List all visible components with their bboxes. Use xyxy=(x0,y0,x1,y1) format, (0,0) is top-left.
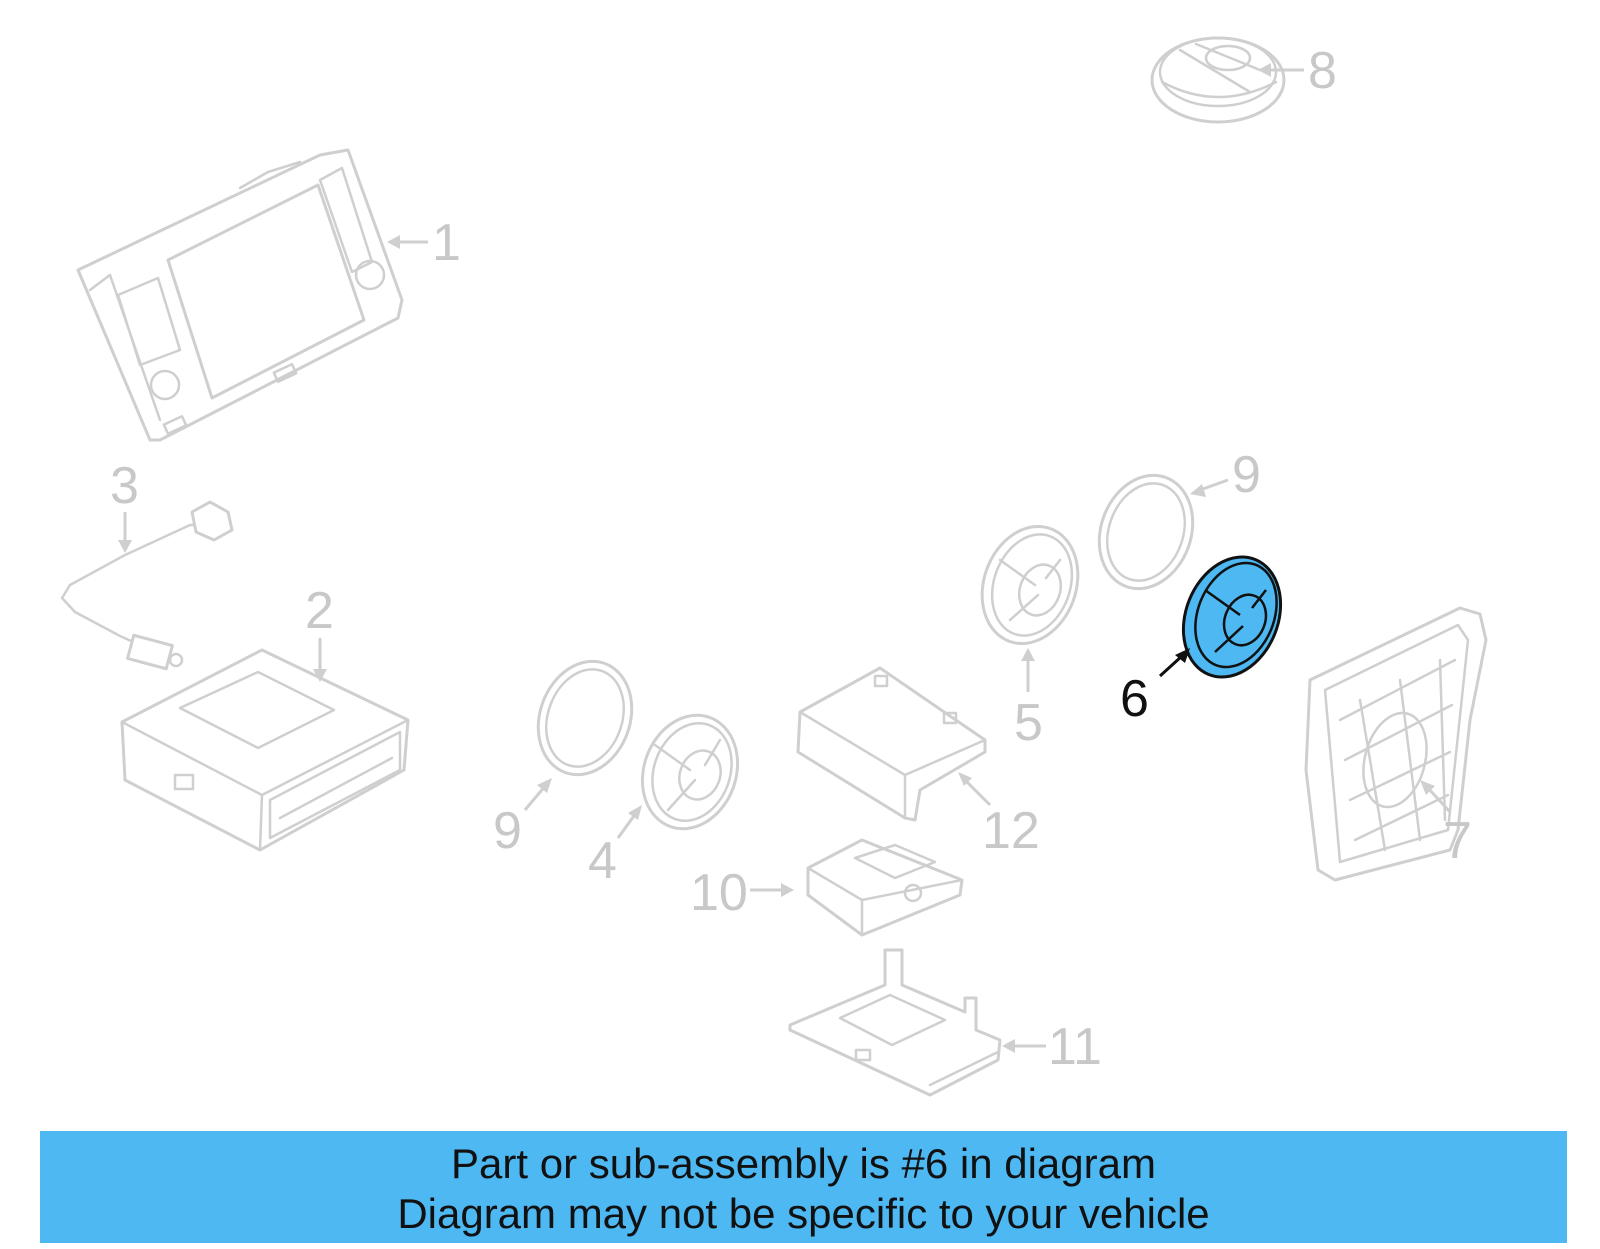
callout-9-right: 9 xyxy=(1190,446,1261,504)
callout-4-number: 4 xyxy=(588,832,617,890)
callout-2-number: 2 xyxy=(305,582,334,640)
callout-6-number: 6 xyxy=(1120,670,1149,728)
callout-12-number: 12 xyxy=(982,802,1040,860)
part-9-ring-right xyxy=(1097,473,1195,591)
part-7-grille-panel xyxy=(1304,606,1488,882)
part-5-speaker xyxy=(980,524,1080,646)
callout-8: 8 xyxy=(1258,42,1337,100)
banner-line-2: Diagram may not be specific to your vehi… xyxy=(397,1190,1210,1237)
callout-7: 7 xyxy=(1420,780,1472,870)
part-9-ring-left xyxy=(536,659,634,777)
callout-1-number: 1 xyxy=(432,214,461,272)
part-10-control-module xyxy=(806,838,964,937)
callout-9-right-number: 9 xyxy=(1232,446,1261,504)
callout-10: 10 xyxy=(690,864,794,922)
callout-2: 2 xyxy=(305,582,334,682)
part-12-module-cover xyxy=(796,666,987,822)
part-4-speaker xyxy=(640,713,740,831)
callout-3: 3 xyxy=(110,457,139,553)
part-8-speaker xyxy=(1150,36,1286,124)
callout-9-left: 9 xyxy=(493,778,552,860)
callout-11-number: 11 xyxy=(1048,1018,1102,1076)
part-2-media-box xyxy=(120,648,410,852)
callout-11: 11 xyxy=(1002,1018,1102,1076)
banner-line-1: Part or sub-assembly is #6 in diagram xyxy=(451,1140,1156,1187)
callout-9-left-number: 9 xyxy=(493,802,522,860)
part-6-speaker-highlighted xyxy=(1181,555,1283,679)
part-11-bracket xyxy=(788,948,1002,1097)
callout-1: 1 xyxy=(387,214,461,272)
callout-10-number: 10 xyxy=(690,864,748,922)
callout-7-number: 7 xyxy=(1443,812,1472,870)
callout-5-number: 5 xyxy=(1014,694,1043,752)
callout-3-number: 3 xyxy=(110,457,139,515)
info-banner: Part or sub-assembly is #6 in diagram Di… xyxy=(40,1131,1567,1243)
part-1-head-unit xyxy=(76,148,404,442)
callout-8-number: 8 xyxy=(1308,42,1337,100)
callout-4: 4 xyxy=(588,805,642,890)
callout-5: 5 xyxy=(1014,648,1043,752)
callout-12: 12 xyxy=(958,772,1040,860)
part-3-cable xyxy=(60,500,234,671)
callout-6-highlighted: 6 xyxy=(1120,648,1190,728)
